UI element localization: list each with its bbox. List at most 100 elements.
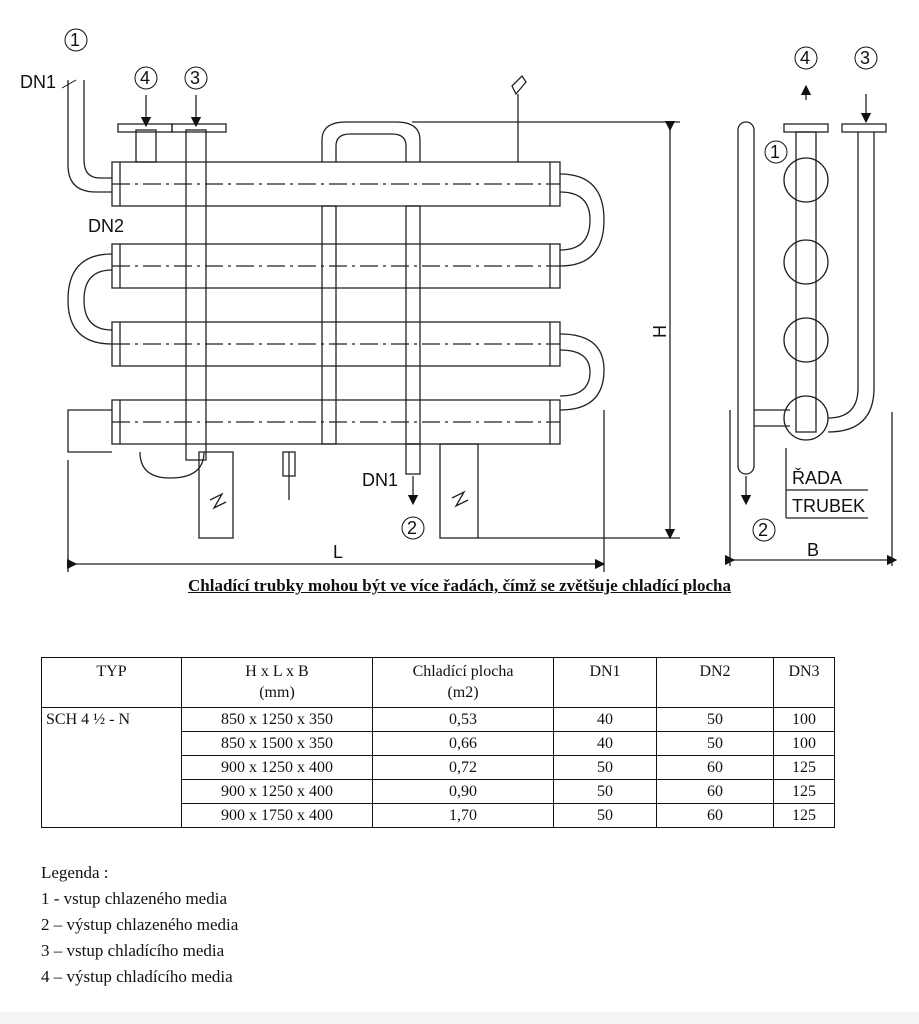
legend-title: Legenda : bbox=[41, 863, 109, 882]
dimension-b-label: B bbox=[807, 540, 819, 560]
cell-dn1: 50 bbox=[553, 755, 657, 780]
header-dimensions: H x L x B(mm) bbox=[181, 657, 373, 708]
cell-typ: SCH 4 ½ - N bbox=[41, 707, 182, 732]
cell-dn1: 50 bbox=[553, 779, 657, 804]
cell-dn1: 50 bbox=[553, 803, 657, 828]
spec-table: TYP H x L x B(mm) Chladící plocha(m2) DN… bbox=[41, 657, 835, 828]
front-view bbox=[66, 74, 680, 572]
cell-dn3: 125 bbox=[773, 755, 835, 780]
marker-2-label: 2 bbox=[407, 518, 417, 538]
side-view bbox=[724, 84, 898, 566]
side-marker-4-label: 4 bbox=[800, 48, 810, 68]
marker-1-label: 1 bbox=[70, 30, 80, 50]
side-view-labels: 4 3 1 2 ŘADA TRUBEK B bbox=[752, 46, 878, 560]
front-view-labels: DN1 DN2 DN1 H L 1 4 3 2 bbox=[20, 28, 670, 562]
outlet-4-flange bbox=[117, 123, 173, 133]
scan-footer-strip bbox=[0, 1012, 919, 1024]
cell-dimensions: 850 x 1250 x 350 bbox=[181, 707, 373, 732]
cell-dn3: 125 bbox=[773, 803, 835, 828]
marker-4-label: 4 bbox=[140, 68, 150, 88]
cell-dn2: 60 bbox=[656, 779, 774, 804]
dimension-l-label: L bbox=[333, 542, 343, 562]
cell-dn1: 40 bbox=[553, 707, 657, 732]
cell-typ bbox=[41, 755, 182, 780]
side-marker-1-label: 1 bbox=[770, 142, 780, 162]
table-row: SCH 4 ½ - N 850 x 1250 x 350 0,53 40 50 … bbox=[41, 707, 835, 732]
dn2-label: DN2 bbox=[88, 216, 124, 236]
cell-cooling-area: 0,66 bbox=[372, 731, 554, 756]
table-row: 900 x 1250 x 400 0,90 50 60 125 bbox=[41, 779, 835, 804]
foot-right bbox=[439, 443, 479, 539]
outlet-4-stub bbox=[135, 129, 157, 163]
side-marker-3-label: 3 bbox=[860, 48, 870, 68]
bottom-loop bbox=[139, 451, 205, 479]
legend-item: 4 – výstup chladícího media bbox=[41, 967, 233, 986]
cell-dn3: 100 bbox=[773, 731, 835, 756]
table-row: 850 x 1500 x 350 0,66 40 50 100 bbox=[41, 731, 835, 756]
side-pipe-circle-2 bbox=[783, 239, 829, 285]
cell-dn3: 100 bbox=[773, 707, 835, 732]
side-marker-2-label: 2 bbox=[758, 520, 768, 540]
legend: Legenda : 1 - vstup chlazeného media 2 –… bbox=[41, 860, 238, 990]
vertical-tube-b bbox=[405, 205, 421, 445]
marker-3-label: 3 bbox=[190, 68, 200, 88]
header-dn1: DN1 bbox=[553, 657, 657, 708]
break-mark-left bbox=[209, 492, 227, 510]
dn1-top-label: DN1 bbox=[20, 72, 56, 92]
cell-dimensions: 900 x 1750 x 400 bbox=[181, 803, 373, 828]
vertical-tube-a bbox=[321, 205, 337, 445]
table-row: 900 x 1250 x 400 0,72 50 60 125 bbox=[41, 755, 835, 780]
cell-dimensions: 900 x 1250 x 400 bbox=[181, 779, 373, 804]
legend-item: 1 - vstup chlazeného media bbox=[41, 889, 227, 908]
inlet-3-pipe bbox=[185, 129, 207, 461]
drawing-caption: Chladící trubky mohou být ve více řadách… bbox=[187, 576, 732, 595]
table-header-row: TYP H x L x B(mm) Chladící plocha(m2) DN… bbox=[41, 657, 835, 708]
cell-dn1: 40 bbox=[553, 731, 657, 756]
side-pipe-circle-4 bbox=[783, 395, 829, 441]
thermometer-top bbox=[511, 74, 527, 96]
break-mark-right bbox=[451, 490, 469, 508]
technical-drawing: DN1 DN2 DN1 H L 1 4 3 2 bbox=[20, 28, 898, 572]
marker-1 bbox=[64, 28, 88, 52]
side-pipe-circle-3 bbox=[783, 317, 829, 363]
cell-typ bbox=[41, 803, 182, 828]
trubek-label: TRUBEK bbox=[792, 496, 865, 516]
cooling-pipe-row-1 bbox=[111, 161, 561, 207]
inlet-1-pipe bbox=[67, 80, 112, 193]
cell-dimensions: 900 x 1250 x 400 bbox=[181, 755, 373, 780]
cell-dimensions: 850 x 1500 x 350 bbox=[181, 731, 373, 756]
cell-typ bbox=[41, 731, 182, 756]
header-typ: TYP bbox=[41, 657, 182, 708]
header-dn2: DN2 bbox=[656, 657, 774, 708]
side-flange-3 bbox=[841, 123, 887, 133]
u-bend-right-upper bbox=[559, 173, 605, 267]
side-return-pipe bbox=[827, 132, 875, 433]
cell-dn2: 60 bbox=[656, 755, 774, 780]
cell-cooling-area: 0,90 bbox=[372, 779, 554, 804]
cell-cooling-area: 1,70 bbox=[372, 803, 554, 828]
cell-dn3: 125 bbox=[773, 779, 835, 804]
side-central-column bbox=[795, 131, 817, 433]
bottom-left-pipe bbox=[67, 409, 112, 453]
side-pipe-circle-1 bbox=[783, 157, 829, 203]
cell-typ bbox=[41, 779, 182, 804]
dimension-h-label: H bbox=[650, 325, 670, 338]
u-bend-left bbox=[67, 253, 113, 345]
legend-item: 3 – vstup chladícího media bbox=[41, 941, 225, 960]
side-left-pipe bbox=[737, 121, 755, 475]
header-cooling-area: Chladící plocha(m2) bbox=[372, 657, 554, 708]
legend-item: 2 – výstup chlazeného media bbox=[41, 915, 239, 934]
side-flange-4 bbox=[783, 123, 829, 133]
rada-label: ŘADA bbox=[792, 468, 842, 488]
cell-dn2: 60 bbox=[656, 803, 774, 828]
drain-stub bbox=[282, 451, 296, 477]
cell-dn2: 50 bbox=[656, 731, 774, 756]
table-row: 900 x 1750 x 400 1,70 50 60 125 bbox=[41, 803, 835, 828]
u-bend-right-lower bbox=[559, 333, 605, 411]
cell-cooling-area: 0,53 bbox=[372, 707, 554, 732]
foot-left bbox=[198, 451, 234, 539]
outlet-2-stub bbox=[405, 443, 421, 475]
cell-cooling-area: 0,72 bbox=[372, 755, 554, 780]
cell-dn2: 50 bbox=[656, 707, 774, 732]
top-u-bend bbox=[321, 121, 421, 162]
